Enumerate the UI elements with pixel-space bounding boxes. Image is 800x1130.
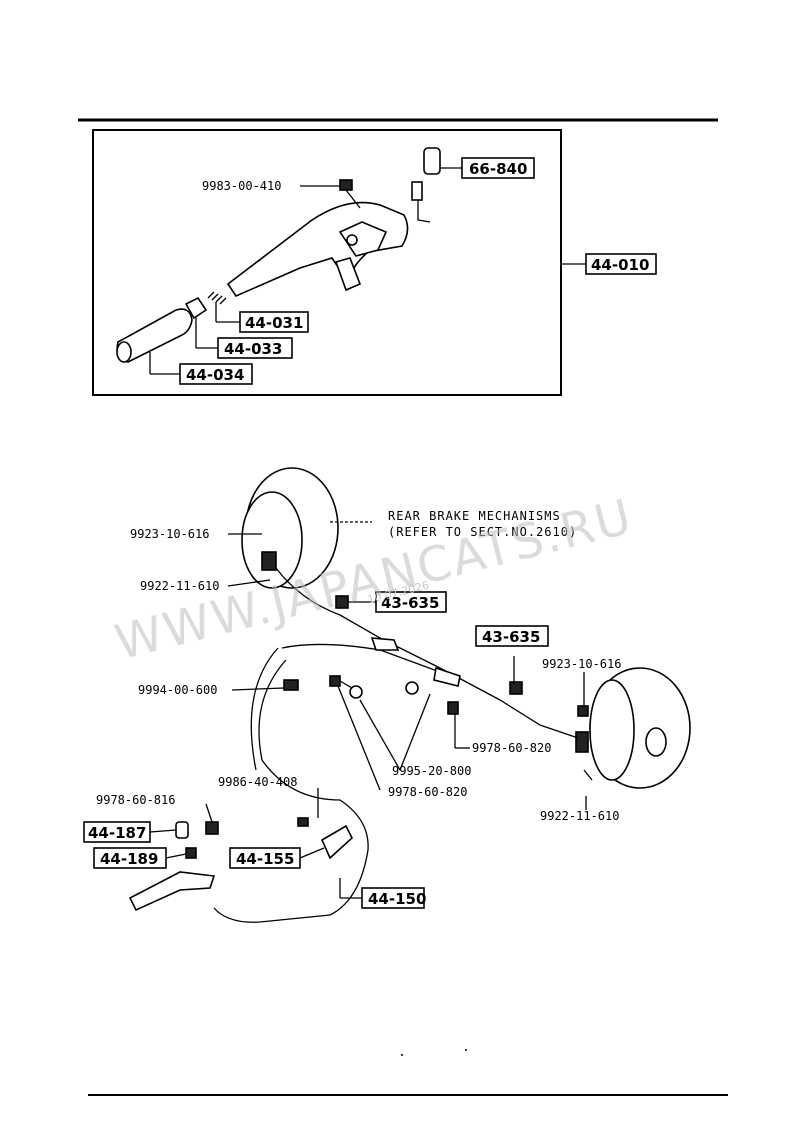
label-washer: 9995-20-800 xyxy=(392,764,471,778)
bolt-icon-center xyxy=(329,675,353,689)
callout-guide-left: 43-635 xyxy=(375,591,447,613)
bolt-icon-center2 xyxy=(447,701,459,715)
callout-nut-front-text: 44-189 xyxy=(100,850,158,868)
label-bolt-center: 9978-60-820 xyxy=(472,741,551,755)
label-bolt: 9983-00-410 xyxy=(202,179,281,193)
screw-icon xyxy=(297,817,309,827)
callout-collar: 44-033 xyxy=(217,337,293,359)
bushing-icon xyxy=(175,821,189,839)
callout-bushing-text: 44-187 xyxy=(88,824,146,842)
callout-guide-left-text: 43-635 xyxy=(381,594,439,612)
callout-switch: 66-840 xyxy=(461,157,535,179)
label-bolt-center2: 9978-60-820 xyxy=(388,785,467,799)
label-nut-left: 9994-00-600 xyxy=(138,683,217,697)
lever-ratchet xyxy=(338,221,388,257)
speck-2 xyxy=(465,1049,467,1051)
equalizer-2 xyxy=(433,666,461,687)
label-bolt-right: 9923-10-616 xyxy=(542,657,621,671)
callout-cable-text: 44-150 xyxy=(368,890,426,908)
lever-collar xyxy=(184,296,208,320)
front-cable-2 xyxy=(250,647,279,771)
lever-assembly-panel: 9983-00-410 66-840 44-010 44-031 44-033 … xyxy=(92,129,657,396)
callout-bracket: 44-155 xyxy=(229,847,301,869)
note-line-2: (REFER TO SECT.NO.2610) xyxy=(388,525,577,539)
washer-icon xyxy=(349,681,419,699)
front-cable xyxy=(213,659,369,923)
rear-cable-2 xyxy=(281,643,441,673)
lever-assembly-frame xyxy=(92,129,562,396)
callout-nut-front: 44-189 xyxy=(93,847,167,869)
label-screw: 9986-40-408 xyxy=(218,775,297,789)
bolt-front-icon xyxy=(205,821,219,835)
callout-grip: 44-034 xyxy=(179,363,253,385)
bolt-icon xyxy=(339,179,361,209)
callout-spring: 44-031 xyxy=(239,311,309,333)
grip-end xyxy=(116,341,132,363)
label-bolt-front: 9978-60-816 xyxy=(96,793,175,807)
cable-routing-panel: REAR BRAKE MECHANISMS (REFER TO SECT.NO.… xyxy=(83,467,691,923)
lever-pivot xyxy=(346,234,358,246)
lever-body xyxy=(226,201,409,298)
callout-guide-right: 43-635 xyxy=(475,625,549,647)
label-clip-left: 9922-11-610 xyxy=(140,579,219,593)
nut-front-icon xyxy=(185,847,197,859)
label-bolt-left-top: 9923-10-616 xyxy=(130,527,209,541)
bolt-icon-right xyxy=(577,705,589,717)
right-brake-drum xyxy=(575,667,691,789)
callout-spring-text: 44-031 xyxy=(245,314,303,332)
note-line-1: REAR BRAKE MECHANISMS xyxy=(388,509,561,523)
front-lever-icon xyxy=(128,871,216,912)
callout-bracket-text: 44-155 xyxy=(236,850,294,868)
callout-grip-text: 44-034 xyxy=(186,366,244,384)
callout-bushing: 44-187 xyxy=(83,821,151,843)
nut-icon xyxy=(283,679,299,691)
speck xyxy=(401,1054,403,1056)
callout-cable: 44-150 xyxy=(361,887,426,909)
bracket-icon xyxy=(320,824,353,860)
callout-collar-text: 44-033 xyxy=(224,340,282,358)
callout-guide-right-text: 43-635 xyxy=(482,628,540,646)
callout-switch-text: 66-840 xyxy=(469,160,527,178)
equalizer xyxy=(370,637,400,651)
callout-assembly-text: 44-010 xyxy=(591,256,649,274)
guide-icon-right xyxy=(509,681,523,695)
label-clip-right: 9922-11-610 xyxy=(540,809,619,823)
lever-spring xyxy=(207,291,227,305)
lever-bracket xyxy=(334,257,362,292)
left-brake-drum xyxy=(241,467,339,589)
switch-icon xyxy=(411,147,441,223)
callout-assembly: 44-010 xyxy=(585,253,657,275)
